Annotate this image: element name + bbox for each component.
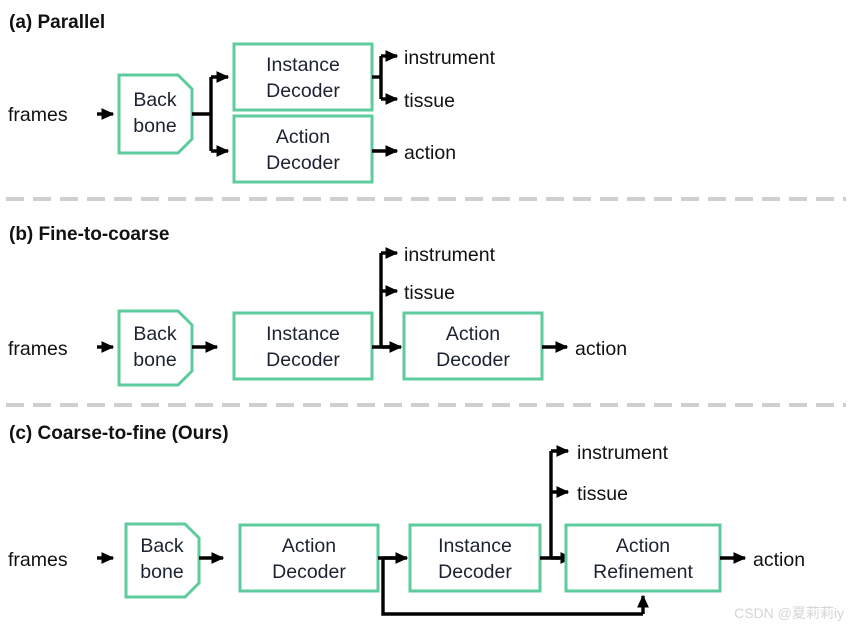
edge-feedback-path bbox=[381, 558, 643, 616]
node-instance-decoder-label-line1: Instance bbox=[438, 535, 512, 557]
node-action-decoder-label-line2: Decoder bbox=[272, 561, 346, 583]
panel-b-input-label: frames bbox=[8, 338, 68, 360]
node-instance-decoder-shape bbox=[408, 523, 542, 593]
node-instance-decoder-label-line1: Instance bbox=[266, 323, 340, 345]
node-instance-decoder-label-line2: Decoder bbox=[266, 80, 340, 102]
output-instrument: instrument bbox=[404, 244, 496, 266]
node-instance-decoder-label-line2: Decoder bbox=[438, 561, 512, 583]
output-instrument: instrument bbox=[404, 47, 496, 69]
node-backbone-shape bbox=[117, 309, 194, 387]
panel-c-title: (c) Coarse-to-fine (Ours) bbox=[9, 423, 229, 444]
output-tissue: tissue bbox=[404, 90, 455, 112]
output-instrument: instrument bbox=[577, 442, 669, 464]
node-backbone-label-line1: Back bbox=[133, 323, 177, 345]
node-backbone-label-line2: bone bbox=[133, 115, 176, 137]
node-action-decoder-shape bbox=[232, 114, 374, 184]
node-action-refinement-label-line1: Action bbox=[616, 535, 670, 557]
node-action-decoder-label-line2: Decoder bbox=[266, 152, 340, 174]
panel-a-title: (a) Parallel bbox=[9, 12, 105, 33]
output-tissue: tissue bbox=[577, 483, 628, 505]
node-action-decoder-label-line2: Decoder bbox=[436, 349, 510, 371]
node-instance-decoder-label-line1: Instance bbox=[266, 54, 340, 76]
node-backbone-shape bbox=[117, 73, 194, 155]
node-backbone-label-line2: bone bbox=[133, 349, 176, 371]
node-action-decoder-label-line1: Action bbox=[282, 535, 336, 557]
node-action-decoder-label-line1: Action bbox=[446, 323, 500, 345]
panel-b: (b) Fine-to-coarse frames Back bone Inst… bbox=[8, 224, 627, 387]
node-action-refinement-shape bbox=[564, 523, 722, 593]
node-instance-decoder-label-line2: Decoder bbox=[266, 349, 340, 371]
output-tissue: tissue bbox=[404, 282, 455, 304]
panel-a-input-label: frames bbox=[8, 104, 68, 126]
node-action-decoder-label-line1: Action bbox=[276, 126, 330, 148]
node-backbone-label-line1: Back bbox=[140, 535, 184, 557]
node-backbone-label-line2: bone bbox=[140, 561, 183, 583]
panel-c: (c) Coarse-to-fine (Ours) frames Back bo… bbox=[8, 423, 805, 616]
node-instance-decoder-shape bbox=[232, 311, 374, 381]
node-backbone-shape bbox=[124, 522, 201, 599]
panel-b-title: (b) Fine-to-coarse bbox=[9, 224, 169, 245]
watermark: CSDN @夏莉莉iy bbox=[734, 605, 844, 621]
node-action-refinement-label-line2: Refinement bbox=[593, 561, 693, 583]
panel-a: (a) Parallel frames Back bone Instance D… bbox=[8, 12, 496, 184]
output-action: action bbox=[575, 338, 627, 360]
node-backbone-label-line1: Back bbox=[133, 89, 177, 111]
output-action: action bbox=[753, 549, 805, 571]
panel-c-input-label: frames bbox=[8, 549, 68, 571]
output-action: action bbox=[404, 142, 456, 164]
node-action-decoder-shape bbox=[402, 311, 544, 381]
